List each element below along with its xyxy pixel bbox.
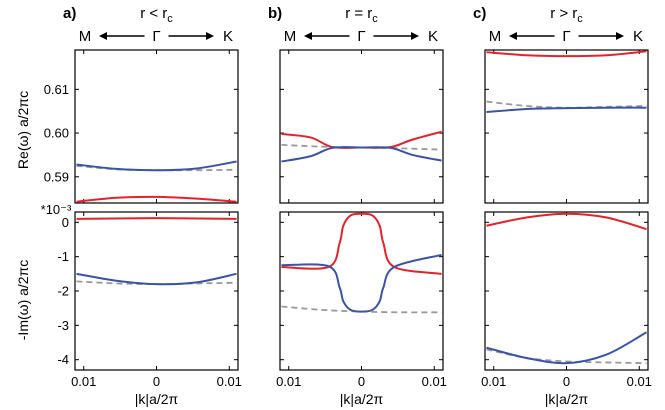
panel-2: b) r = rc M Γ K 0.01 0 0.01 |k|a/2π <box>268 5 447 407</box>
top-series-blue <box>486 106 647 114</box>
top-y-axis-label: Re(ω) a/2πc <box>15 91 31 169</box>
x-tick-label: 0 <box>153 374 160 389</box>
x-axis-label: |k|a/2π <box>135 391 179 407</box>
bottom-plot-frame <box>74 211 239 371</box>
panel-letter: a) <box>63 5 76 22</box>
bottom-y-tick-label: -3 <box>57 318 69 333</box>
panel-title: r = rc <box>345 5 378 25</box>
direction-label-k: K <box>223 28 233 45</box>
top-series-blue <box>76 160 237 172</box>
panel-3: c) r > rc M Γ K 0.01 0 0.01 |k|a/2π <box>473 5 652 407</box>
bottom-series-red <box>76 217 237 220</box>
panel-title: r < rc <box>140 5 173 25</box>
x-axis-label: |k|a/2π <box>340 391 384 407</box>
bottom-series-blue <box>76 272 237 286</box>
arrow-left-head <box>99 32 107 40</box>
top-y-tick-label: 0.61 <box>44 82 69 97</box>
direction-label-k: K <box>633 28 643 45</box>
direction-label-m: M <box>284 28 297 45</box>
bottom-series-red <box>486 212 647 231</box>
panel-title: r > rc <box>550 5 583 25</box>
direction-label-m: M <box>489 28 502 45</box>
bottom-series-red <box>281 212 442 275</box>
x-tick-label: 0.01 <box>276 374 301 389</box>
direction-label-gamma: Γ <box>357 28 365 45</box>
top-plot-frame <box>279 49 444 204</box>
direction-label-gamma: Γ <box>152 28 160 45</box>
arrow-right-head <box>616 32 624 40</box>
panels-group: a) r < rc M Γ K 0.01 0 0.01 |k|a/2π 0.59 0.60 0.61 0… <box>44 5 652 407</box>
bottom-multiplier-label: *10⁻³ <box>41 202 72 217</box>
bottom-y-axis-label: -Im(ω) a/2πc <box>15 260 31 340</box>
x-tick-label: 0.01 <box>627 374 652 389</box>
bottom-series-dashed <box>486 348 647 365</box>
arrow-right-head <box>411 32 419 40</box>
panel-letter: b) <box>268 5 282 22</box>
bottom-y-tick-label: -4 <box>57 352 69 367</box>
x-tick-label: 0 <box>358 374 365 389</box>
x-tick-label: 0.01 <box>481 374 506 389</box>
top-series-blue <box>281 146 442 163</box>
bottom-y-tick-label: 0 <box>62 215 69 230</box>
x-tick-label: 0.01 <box>422 374 447 389</box>
bottom-plot-frame <box>279 211 444 371</box>
direction-label-gamma: Γ <box>562 28 570 45</box>
bottom-series-blue <box>281 253 442 313</box>
top-y-tick-label: 0.59 <box>44 169 69 184</box>
arrow-right-head <box>206 32 214 40</box>
x-tick-label: 0.01 <box>217 374 242 389</box>
panel-1: a) r < rc M Γ K 0.01 0 0.01 |k|a/2π 0.59 0.60 0.61 0… <box>44 5 242 407</box>
direction-label-k: K <box>428 28 438 45</box>
top-y-tick-label: 0.60 <box>44 126 69 141</box>
panel-letter: c) <box>473 5 486 22</box>
x-tick-label: 0.01 <box>71 374 96 389</box>
bottom-y-tick-label: -2 <box>57 284 69 299</box>
bottom-series-blue <box>486 331 648 365</box>
x-tick-label: 0 <box>563 374 570 389</box>
arrow-left-head <box>509 32 517 40</box>
top-series-red <box>76 195 237 203</box>
top-plot-frame <box>74 49 239 204</box>
top-series-red <box>486 50 647 58</box>
top-plot-frame <box>484 49 649 204</box>
arrow-left-head <box>304 32 312 40</box>
direction-label-m: M <box>79 28 92 45</box>
x-axis-label: |k|a/2π <box>545 391 589 407</box>
bottom-y-tick-label: -1 <box>57 249 69 264</box>
